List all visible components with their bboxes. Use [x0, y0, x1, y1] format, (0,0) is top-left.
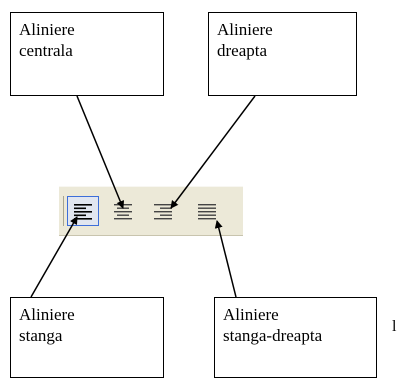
align-left-button[interactable]: [67, 196, 99, 226]
align-center-button[interactable]: [107, 196, 139, 226]
align-justify-button[interactable]: [191, 196, 223, 226]
callout-justify-line1: Aliniere: [223, 305, 279, 324]
callout-right-line1: Aliniere: [217, 20, 273, 39]
callout-justify-align: Aliniere stanga-dreapta: [214, 297, 377, 378]
align-left-icon: [74, 204, 92, 220]
callout-justify-line2: stanga-dreapta: [223, 326, 323, 345]
callout-left-line2: stanga: [19, 326, 63, 345]
callout-right-align: Aliniere dreapta: [208, 12, 357, 96]
callout-left-line1: Aliniere: [19, 305, 75, 324]
callout-left-align: Aliniere stanga: [10, 297, 164, 378]
align-right-icon: [154, 204, 172, 220]
align-justify-icon: [198, 204, 216, 220]
align-center-icon: [114, 204, 132, 220]
callout-center-line2: centrala: [19, 41, 73, 60]
callout-center-align: Aliniere centrala: [10, 12, 164, 96]
alignment-toolbar: [59, 186, 243, 236]
callout-right-line2: dreapta: [217, 41, 268, 60]
align-right-button[interactable]: [147, 196, 179, 226]
cropped-text-fragment: l: [392, 318, 397, 335]
callout-center-line1: Aliniere: [19, 20, 75, 39]
